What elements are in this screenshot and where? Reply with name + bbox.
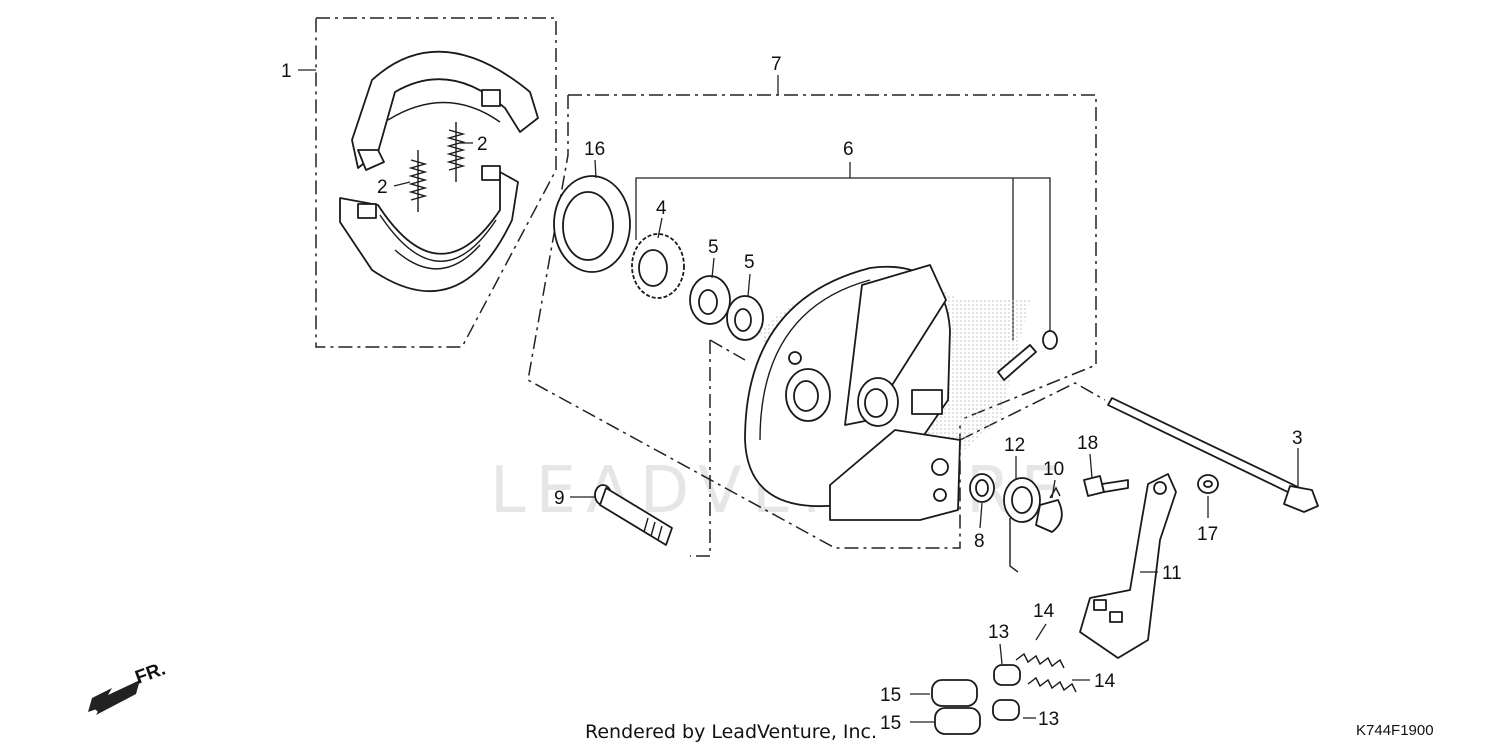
spring-14-lower <box>1027 676 1077 693</box>
spring-2-upper <box>446 122 466 182</box>
callout-2-upper: 2 <box>477 134 488 155</box>
bolt-18 <box>1083 475 1129 497</box>
callout-2-lower: 2 <box>377 177 388 198</box>
callout-16: 16 <box>584 139 605 160</box>
return-spring-12 <box>1003 477 1041 573</box>
washer-5-b <box>726 295 764 341</box>
bracket-group-7-sub <box>709 339 746 361</box>
bracket-pin-9 <box>690 340 711 557</box>
spring-2-lower <box>408 150 428 212</box>
callout-14-lower: 14 <box>1094 671 1116 692</box>
callout-5-a: 5 <box>708 237 719 258</box>
callout-1: 1 <box>281 61 292 82</box>
callout-6: 6 <box>843 139 854 160</box>
callout-12: 12 <box>1004 435 1025 456</box>
callout-15-lower: 15 <box>880 713 901 734</box>
callout-4: 4 <box>656 198 667 219</box>
spring-14-upper <box>1015 652 1065 669</box>
bracket-axle-3 <box>959 382 1106 441</box>
bracket-group-7-left <box>527 95 961 549</box>
sleeve-13-lower <box>992 699 1020 721</box>
brake-panel-6 <box>744 264 1030 521</box>
bracket-group-6 <box>635 177 1051 335</box>
callout-3: 3 <box>1292 428 1303 449</box>
callout-8: 8 <box>974 531 985 552</box>
callout-9: 9 <box>554 488 565 509</box>
brake-shoe-upper <box>351 50 539 171</box>
stud-bolt <box>997 330 1058 381</box>
sleeve-13-upper <box>993 664 1021 686</box>
axle-bolt-3 <box>1107 397 1319 513</box>
front-direction-label: FR. <box>133 658 169 688</box>
washer-8 <box>969 473 995 503</box>
collar-15-upper <box>931 679 978 707</box>
indicator-plate-10 <box>1035 486 1063 533</box>
callout-14-upper: 14 <box>1033 601 1055 622</box>
diagram-code: K744F1900 <box>1356 722 1434 739</box>
callout-17: 17 <box>1197 524 1218 545</box>
brake-arm-11 <box>1079 473 1177 659</box>
callout-18: 18 <box>1077 433 1098 454</box>
callout-11: 11 <box>1162 563 1182 584</box>
callout-13-upper: 13 <box>988 622 1009 643</box>
callout-15-upper: 15 <box>880 685 901 706</box>
front-direction-arrow: FR. <box>88 658 168 715</box>
leader-lines <box>298 69 1299 723</box>
collar-15-lower <box>934 707 981 735</box>
rendered-by-credit: Rendered by LeadVenture, Inc. <box>585 721 877 743</box>
oil-seal-16 <box>553 175 631 273</box>
brake-cam-9 <box>594 484 673 546</box>
brake-shoe-lower <box>339 165 519 293</box>
gear-4 <box>631 233 685 299</box>
bracket-group-7 <box>568 94 1097 421</box>
nut-17 <box>1197 474 1219 494</box>
bracket-group-1 <box>315 17 557 348</box>
callout-7: 7 <box>771 54 782 75</box>
callout-10: 10 <box>1043 459 1064 480</box>
callout-13-lower: 13 <box>1038 709 1059 730</box>
washer-5-a <box>689 275 731 325</box>
callout-5-b: 5 <box>744 252 755 273</box>
